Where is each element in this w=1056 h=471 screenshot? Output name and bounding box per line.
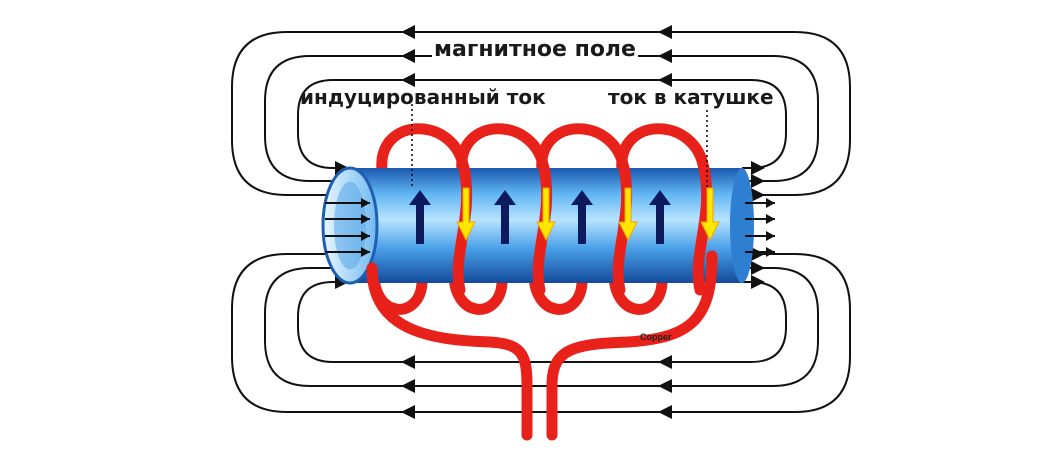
field-arrow-icon [766, 231, 775, 241]
induced-current-arrow-icon [649, 190, 671, 244]
field-arrow-icon [361, 198, 370, 208]
field-arrow-icon [658, 25, 672, 39]
field-arrows-through-tube [325, 198, 775, 257]
field-arrow-icon [401, 49, 415, 63]
coil-current-arrow-icon [700, 187, 720, 242]
coil-current-arrow-icon [456, 187, 476, 242]
coil-turn-front [612, 162, 633, 296]
field-arrow-icon [766, 214, 775, 224]
field-arrow-icon [751, 247, 765, 261]
induced-current-arrows [409, 190, 671, 244]
field-arrow-icon [658, 379, 672, 393]
magnetic-field-label: магнитное поле [434, 37, 636, 62]
field-arrow-icon [658, 405, 672, 419]
field-arrow-icon [401, 405, 415, 419]
field-line-top [297, 79, 787, 169]
field-line-top [231, 31, 851, 196]
field-arrow-icon [361, 247, 370, 257]
coil-turn-back [376, 123, 470, 176]
magnetic-field-lines [231, 31, 851, 413]
field-line-bottom [264, 267, 819, 387]
induced-current-label: индуцированный ток [300, 85, 546, 109]
field-arrow-icon [361, 231, 370, 241]
coil-current-arrow-icon [536, 187, 556, 242]
field-arrow-icon [658, 355, 672, 369]
coil-turn-back [456, 123, 550, 176]
material-label: Copper [640, 332, 672, 342]
label-pointers [411, 104, 708, 188]
field-label-bg [432, 34, 638, 62]
field-line-bottom [297, 281, 787, 363]
field-arrow-icon [751, 261, 765, 275]
coil-current-arrows [456, 187, 720, 242]
induced-current-arrow-icon [494, 190, 516, 244]
field-arrow-icon [751, 174, 765, 188]
coil-current-arrow-icon [618, 187, 638, 242]
induced-current-arrow-icon [409, 190, 431, 244]
field-arrow-icon [401, 73, 415, 87]
coil-leads [366, 250, 718, 441]
field-arrow-icon [766, 247, 775, 257]
field-arrow-icon [751, 161, 765, 175]
coil-turn-back [616, 123, 710, 176]
field-arrow-icon [751, 188, 765, 202]
coil-turn-front [692, 162, 713, 296]
field-arrow-icon [401, 379, 415, 393]
field-arrow-icon [766, 198, 775, 208]
coil-current-label: ток в катушке [608, 85, 774, 109]
field-arrow-icon [658, 73, 672, 87]
field-arrow-icon [401, 355, 415, 369]
field-arrow-icon [658, 49, 672, 63]
coil-turn-back [536, 123, 630, 176]
field-arrow-icon [751, 275, 765, 289]
induced-current-arrow-icon [571, 190, 593, 244]
field-arrow-icon [361, 214, 370, 224]
field-arrow-icon [401, 25, 415, 39]
field-line-bottom [231, 253, 851, 413]
